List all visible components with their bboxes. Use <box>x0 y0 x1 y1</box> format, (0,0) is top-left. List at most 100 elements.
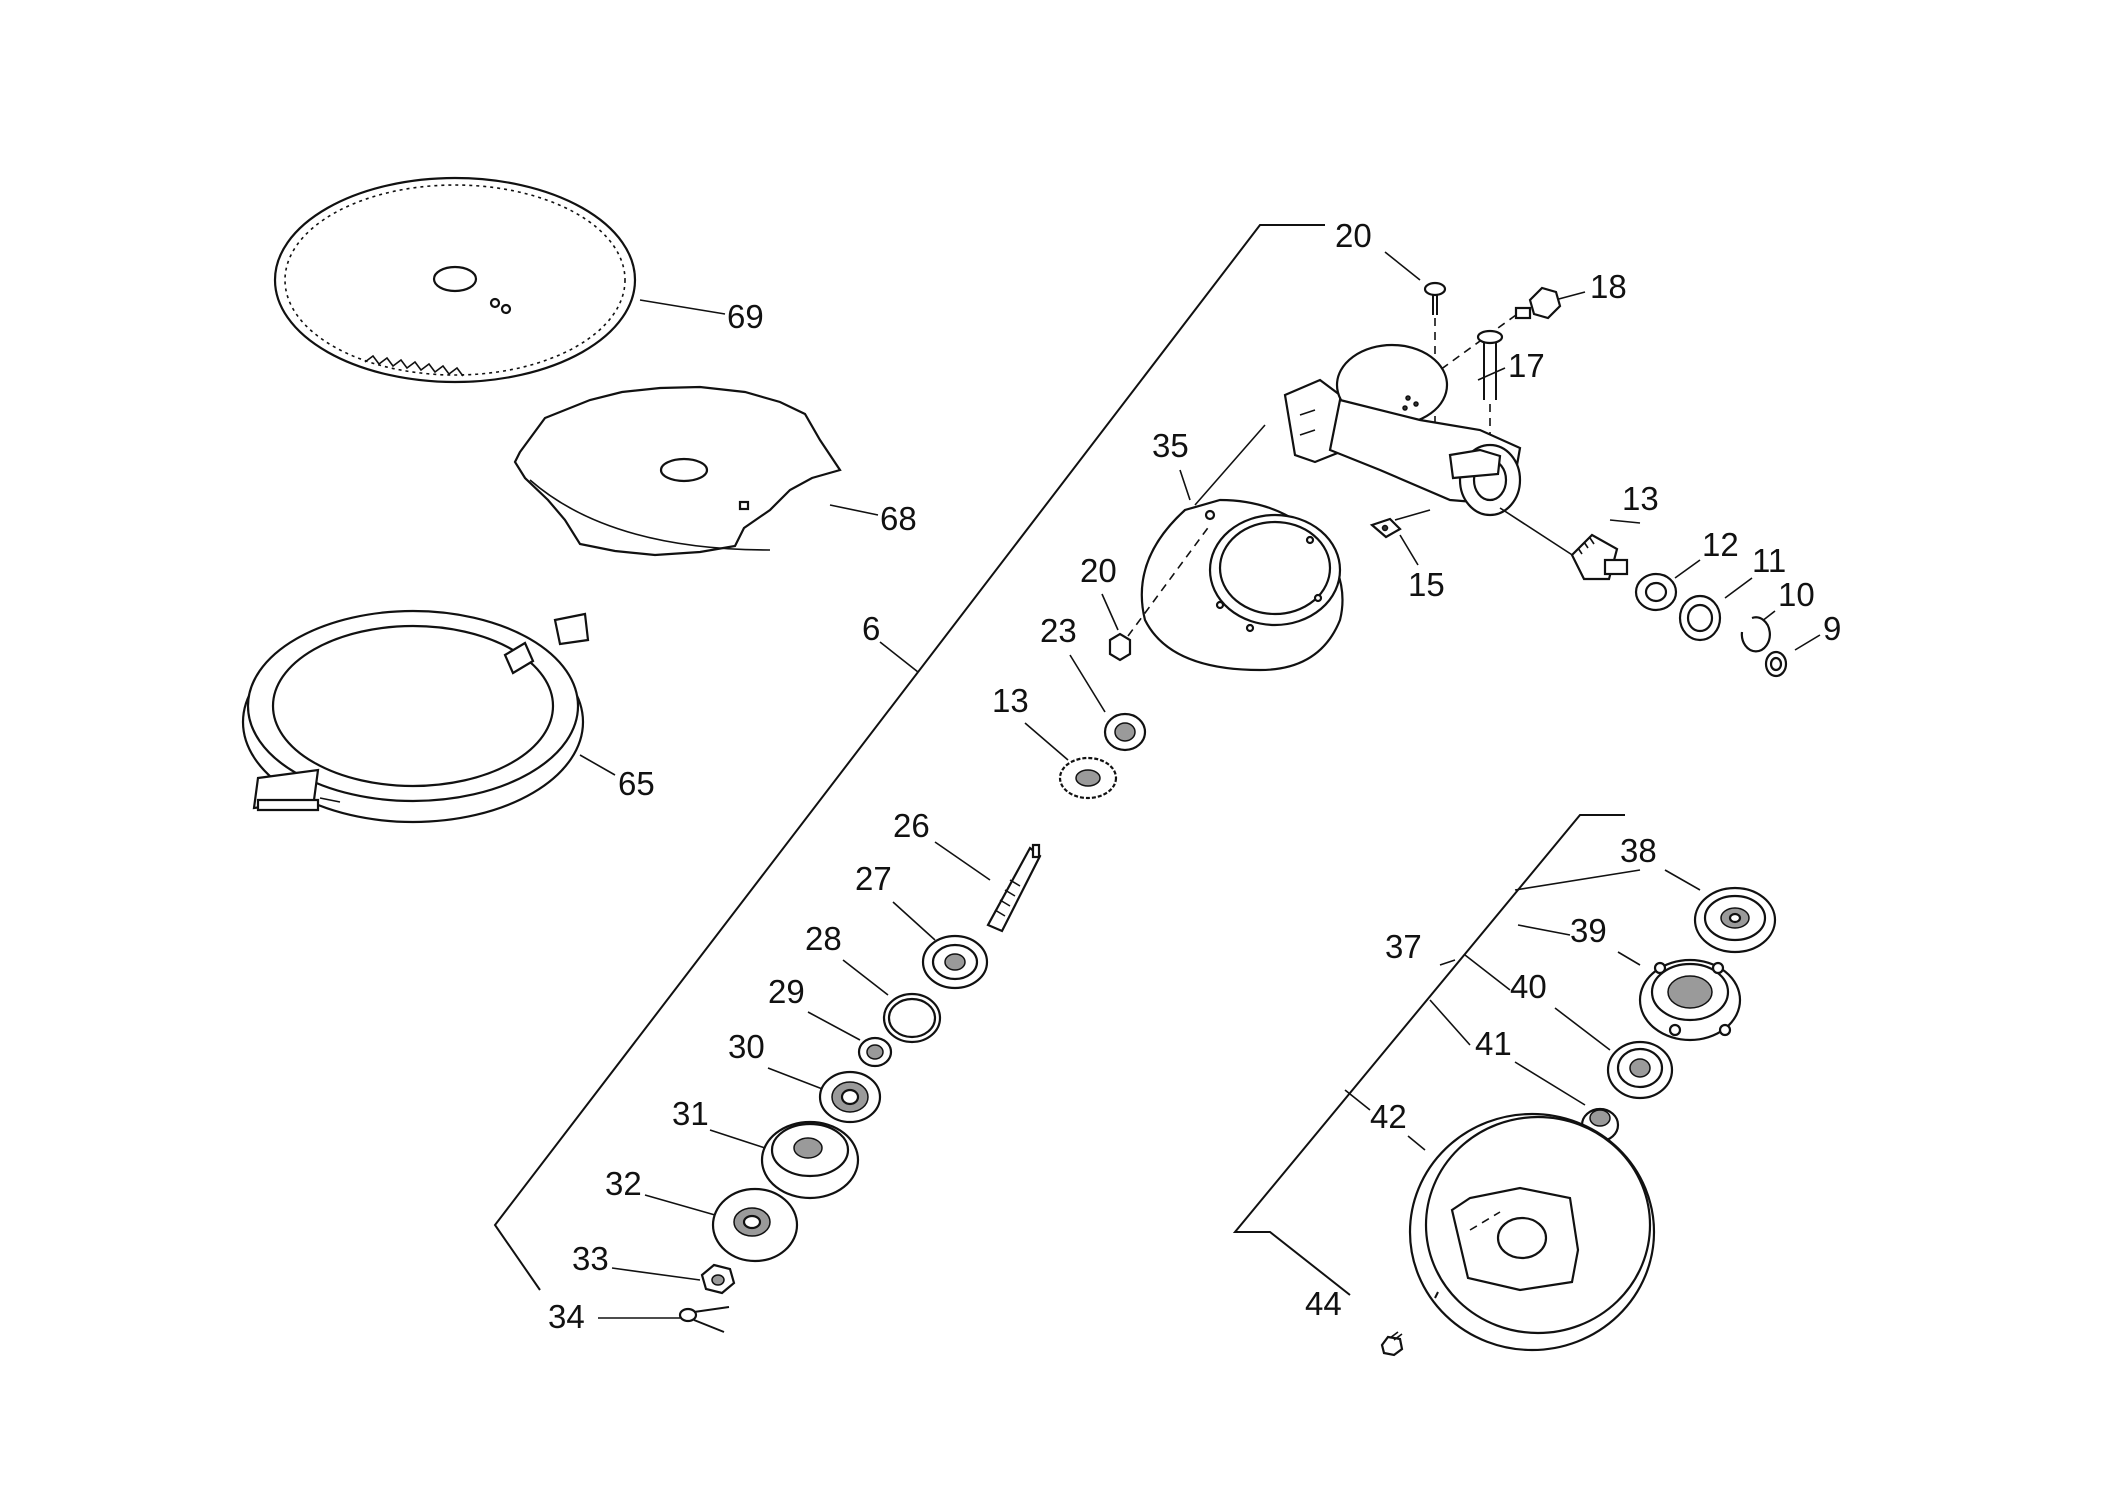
part-31-blade-holder <box>760 1120 860 1200</box>
leader-37 <box>1439 959 1456 966</box>
part-13-pinion-top <box>1570 533 1629 581</box>
callout-41: 41 <box>1475 1025 1512 1062</box>
leader-42 <box>1407 1135 1426 1151</box>
callout-39: 39 <box>1570 912 1607 949</box>
leader-13-mid <box>1024 722 1069 761</box>
leader-39 <box>1617 951 1641 966</box>
leader-27 <box>892 901 936 941</box>
part-38-cover <box>1693 886 1777 954</box>
part-68-four-tooth-blade <box>513 385 842 557</box>
callout-20-mid: 20 <box>1080 552 1117 589</box>
part-18-nut <box>1439 286 1562 371</box>
bracket-37 <box>1232 814 1625 1296</box>
callout-35: 35 <box>1152 427 1189 464</box>
part-28-ring <box>882 992 942 1044</box>
callout-32: 32 <box>605 1165 642 1202</box>
leader-35 <box>1179 469 1191 501</box>
part-26-output-shaft <box>986 843 1042 933</box>
callout-69: 69 <box>727 298 764 335</box>
callout-20-top: 20 <box>1335 217 1372 254</box>
callout-27: 27 <box>855 860 892 897</box>
part-17-bolt <box>1476 329 1504 450</box>
callout-42: 42 <box>1370 1098 1407 1135</box>
leader-41 <box>1514 1061 1586 1106</box>
callout-31: 31 <box>672 1095 709 1132</box>
part-42-guard-plate <box>1408 1112 1656 1352</box>
leader-11 <box>1724 577 1753 599</box>
callout-23: 23 <box>1040 612 1077 649</box>
leader-20-mid <box>1101 593 1119 631</box>
leader-65 <box>579 754 616 776</box>
part-15-plate <box>1369 517 1402 539</box>
leader-23 <box>1069 654 1106 713</box>
leader-26 <box>934 841 991 881</box>
leader-40 <box>1554 1007 1611 1051</box>
part-44-screw <box>1380 1331 1404 1357</box>
gear-case-housing <box>1283 343 1522 517</box>
part-34-split-pin <box>678 1306 730 1333</box>
leader-33 <box>611 1267 701 1281</box>
leader-31 <box>709 1129 766 1149</box>
callout-13-top: 13 <box>1622 480 1659 517</box>
bracket-39-tick <box>1517 924 1571 936</box>
part-35-cover <box>1140 424 1344 672</box>
leader-29 <box>807 1011 861 1041</box>
leader-15b <box>1394 509 1431 521</box>
callout-68: 68 <box>880 500 917 537</box>
part-32-fixing-washer <box>711 1187 799 1263</box>
leader-38 <box>1664 869 1701 891</box>
leader-68 <box>829 504 879 516</box>
callout-40: 40 <box>1510 968 1547 1005</box>
callout-11: 11 <box>1752 542 1786 579</box>
part-40-bearing <box>1606 1040 1674 1100</box>
leader-28 <box>842 959 889 996</box>
callout-10: 10 <box>1778 576 1815 613</box>
part-65-guard-ring <box>241 609 590 824</box>
bracket-40-tick <box>1464 954 1511 991</box>
bracket-42-tick <box>1344 1089 1371 1111</box>
callout-18: 18 <box>1590 268 1627 305</box>
callout-15: 15 <box>1408 566 1445 603</box>
callout-33: 33 <box>572 1240 609 1277</box>
part-13-bevel-gear <box>1058 756 1118 800</box>
part-23-bearing <box>1103 712 1147 752</box>
callout-34: 34 <box>548 1298 585 1335</box>
callout-29: 29 <box>768 973 805 1010</box>
callout-44: 44 <box>1305 1285 1342 1322</box>
leader-18 <box>1554 291 1586 301</box>
callout-37: 37 <box>1385 928 1422 965</box>
leader-30 <box>767 1067 826 1091</box>
part-12-bearing <box>1634 572 1678 612</box>
part-10-snap-ring <box>1740 616 1771 653</box>
callout-30: 30 <box>728 1028 765 1065</box>
part-20-screw-mid <box>1108 524 1211 662</box>
part-9-washer <box>1764 650 1788 678</box>
leader-20-top <box>1384 251 1421 281</box>
callout-13-mid: 13 <box>992 682 1029 719</box>
leader-32 <box>644 1194 716 1216</box>
part-11-bearing <box>1678 594 1722 642</box>
callout-12: 12 <box>1702 526 1739 563</box>
callout-26: 26 <box>893 807 930 844</box>
leader-6 <box>879 641 919 673</box>
part-30-seal <box>818 1070 882 1124</box>
bracket-6 <box>493 224 1325 1291</box>
leader-9 <box>1794 634 1821 651</box>
part-33-nut <box>700 1263 736 1295</box>
part-29-collar <box>857 1036 893 1068</box>
callout-17: 17 <box>1508 347 1545 384</box>
leader-69 <box>639 299 726 315</box>
leader-15 <box>1399 534 1419 566</box>
part-69-saw-blade <box>273 176 637 384</box>
leader-13-top-b <box>1609 519 1641 524</box>
leader-17 <box>1477 367 1506 381</box>
callout-38: 38 <box>1620 832 1657 869</box>
bracket-41-tick <box>1429 999 1471 1046</box>
callout-9: 9 <box>1823 610 1841 647</box>
part-39-bearing-holder <box>1638 958 1742 1042</box>
callout-6: 6 <box>862 610 880 647</box>
callout-28: 28 <box>805 920 842 957</box>
bracket-38-tick <box>1514 869 1641 891</box>
